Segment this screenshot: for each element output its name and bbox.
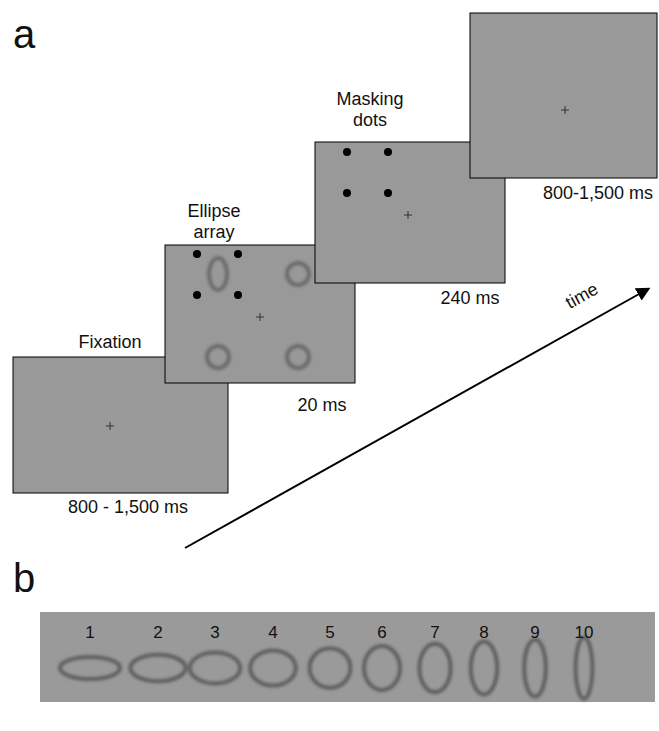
callout-number: 1: [85, 623, 94, 643]
callout-number: 4: [268, 623, 277, 643]
duration-label: 800-1,500 ms: [543, 183, 653, 204]
ellipse-series: [60, 637, 592, 699]
callout-number: 10: [575, 623, 594, 643]
duration-label: 20 ms: [297, 395, 346, 416]
ellipse-strip: [40, 612, 655, 702]
duration-label: 240 ms: [440, 288, 499, 309]
blank-screen: [470, 13, 657, 178]
panel-letter: a: [13, 11, 35, 57]
axis-label: time: [562, 279, 602, 314]
time-arrow: [185, 289, 648, 548]
callout-number: 6: [377, 623, 386, 643]
callout-number: 2: [153, 623, 162, 643]
panel-letter: b: [13, 555, 35, 601]
step-label: Fixation: [78, 332, 141, 353]
callout-number: 7: [430, 623, 439, 643]
callout-number: 8: [479, 623, 488, 643]
callout-number: 5: [325, 623, 334, 643]
step-label: Ellipse array: [174, 201, 254, 242]
duration-label: 800 - 1,500 ms: [68, 497, 188, 518]
callout-number: 3: [210, 623, 219, 643]
step-label: Masking dots: [330, 89, 410, 130]
callout-number: 9: [530, 623, 539, 643]
